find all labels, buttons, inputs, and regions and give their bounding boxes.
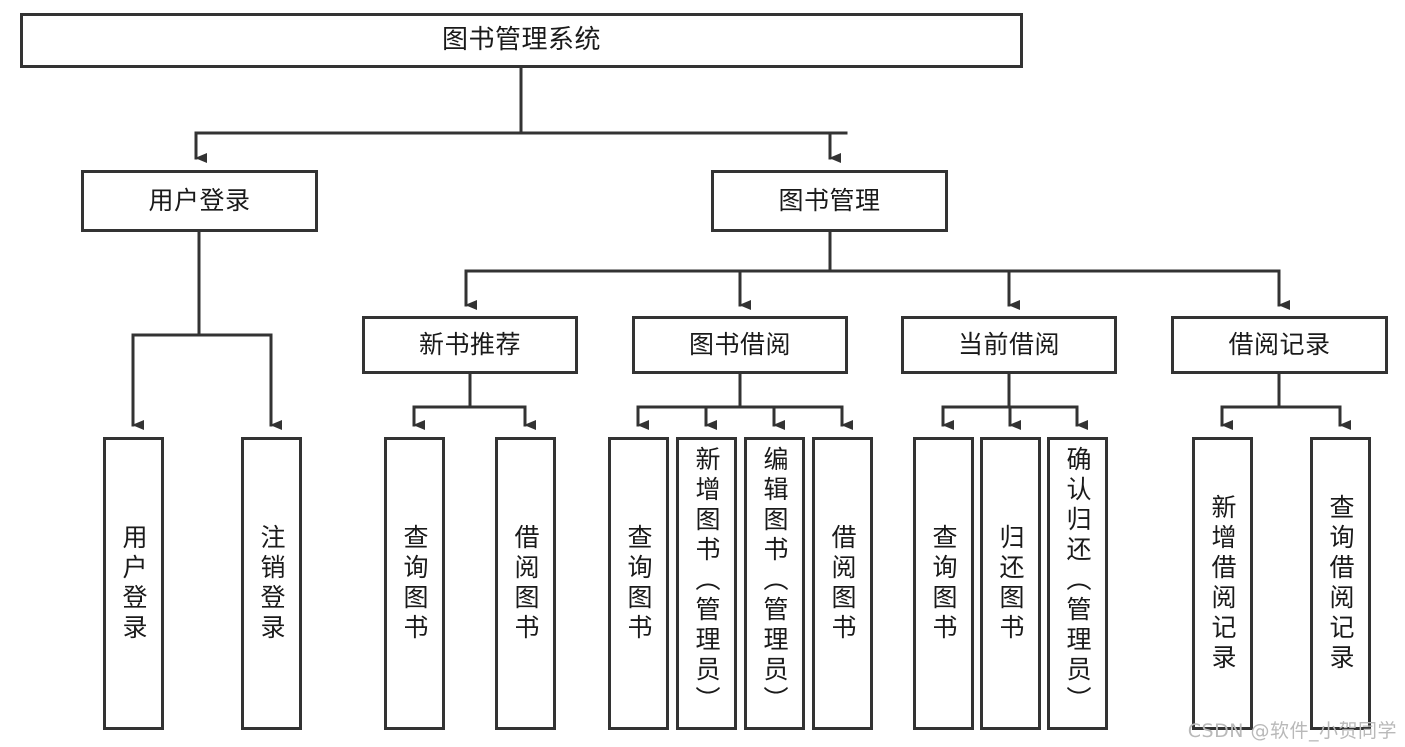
node-leaf-query-book-1-label: 查询图书: [400, 523, 429, 644]
node-leaf-query-book-1[interactable]: 查询图书: [384, 437, 445, 730]
node-borrow-record-label: 借阅记录: [1228, 330, 1331, 359]
csdn-watermark: CSDN @软件_小贺同学: [1187, 720, 1397, 742]
node-leaf-query-book-3[interactable]: 查询图书: [913, 437, 974, 730]
node-leaf-query-book-3-label: 查询图书: [929, 523, 958, 644]
node-leaf-logout[interactable]: 注销登录: [241, 437, 302, 730]
node-new-book-rec[interactable]: 新书推荐: [362, 316, 578, 374]
node-user-login[interactable]: 用户登录: [81, 170, 318, 232]
node-leaf-borrow-book-1-label: 借阅图书: [511, 523, 540, 644]
node-leaf-user-login[interactable]: 用户登录: [103, 437, 164, 730]
node-leaf-query-record-label: 查询借阅记录: [1326, 493, 1355, 674]
node-root[interactable]: 图书管理系统: [20, 13, 1023, 68]
node-leaf-edit-book[interactable]: 编辑图书（管理员）: [744, 437, 805, 730]
node-leaf-add-book[interactable]: 新增图书（管理员）: [676, 437, 737, 730]
node-leaf-query-record[interactable]: 查询借阅记录: [1310, 437, 1371, 730]
node-leaf-confirm-return-label: 确认归还（管理员）: [1063, 446, 1092, 716]
node-leaf-borrow-book-1[interactable]: 借阅图书: [495, 437, 556, 730]
node-borrow-record[interactable]: 借阅记录: [1171, 316, 1388, 374]
node-current-borrow-label: 当前借阅: [957, 330, 1060, 359]
node-leaf-borrow-book-2[interactable]: 借阅图书: [812, 437, 873, 730]
node-book-borrow[interactable]: 图书借阅: [632, 316, 848, 374]
node-root-label: 图书管理系统: [441, 24, 601, 55]
node-book-borrow-label: 图书借阅: [688, 330, 791, 359]
node-new-book-rec-label: 新书推荐: [418, 330, 521, 359]
node-leaf-return-book-label: 归还图书: [996, 523, 1025, 644]
node-book-manage-label: 图书管理: [778, 186, 881, 215]
node-leaf-user-login-label: 用户登录: [119, 523, 148, 644]
node-leaf-add-book-label: 新增图书（管理员）: [692, 446, 721, 716]
node-current-borrow[interactable]: 当前借阅: [901, 316, 1117, 374]
node-leaf-confirm-return[interactable]: 确认归还（管理员）: [1047, 437, 1108, 730]
node-user-login-label: 用户登录: [148, 186, 251, 215]
node-leaf-borrow-book-2-label: 借阅图书: [828, 523, 857, 644]
node-leaf-query-book-2[interactable]: 查询图书: [608, 437, 669, 730]
node-book-manage[interactable]: 图书管理: [711, 170, 948, 232]
node-leaf-return-book[interactable]: 归还图书: [980, 437, 1041, 730]
node-leaf-add-record-label: 新增借阅记录: [1208, 493, 1237, 674]
node-leaf-logout-label: 注销登录: [257, 523, 286, 644]
node-leaf-query-book-2-label: 查询图书: [624, 523, 653, 644]
node-leaf-edit-book-label: 编辑图书（管理员）: [760, 446, 789, 716]
node-leaf-add-record[interactable]: 新增借阅记录: [1192, 437, 1253, 730]
